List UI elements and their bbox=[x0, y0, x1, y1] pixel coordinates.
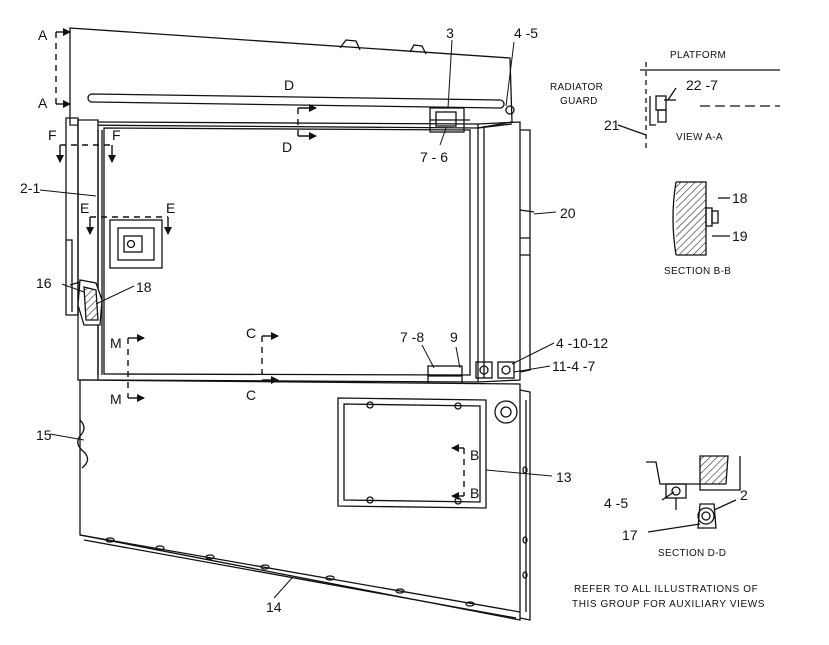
left-side-bracket bbox=[65, 117, 103, 326]
callout-3: 3 bbox=[446, 25, 454, 41]
label-platform: PLATFORM bbox=[670, 50, 726, 61]
door-latch-plate bbox=[109, 219, 163, 269]
section-letter-c-top: C bbox=[246, 325, 256, 341]
section-letters: A A D D F F E E C C M M B B bbox=[38, 27, 479, 501]
callout-4-5-section-dd: 4 -5 bbox=[604, 495, 628, 511]
callout-14: 14 bbox=[266, 599, 282, 615]
view-labels: PLATFORM RADIATOR GUARD VIEW A-A SECTION… bbox=[550, 50, 731, 559]
label-radiator-guard-1: RADIATOR bbox=[550, 82, 603, 93]
callout-numbers: 3 4 -5 7 - 6 2-1 20 16 18 7 -8 9 4 -10-1… bbox=[20, 25, 748, 615]
callout-17: 17 bbox=[622, 527, 638, 543]
section-bb-detail bbox=[672, 181, 730, 256]
section-dd-detail bbox=[646, 455, 741, 533]
auxiliary-views-note: REFER TO ALL ILLUSTRATIONS OF THIS GROUP… bbox=[572, 584, 765, 610]
section-cut-lines bbox=[55, 32, 465, 496]
section-letter-b-top: B bbox=[470, 447, 479, 463]
note-line-2: THIS GROUP FOR AUXILIARY VIEWS bbox=[572, 599, 765, 610]
callout-21: 21 bbox=[604, 117, 620, 133]
callout-18-main: 18 bbox=[136, 279, 152, 295]
callout-18-section-bb: 18 bbox=[732, 190, 748, 206]
grille-frame-assembly bbox=[77, 107, 535, 387]
section-letter-d-bottom: D bbox=[282, 139, 292, 155]
section-letter-d-top: D bbox=[284, 77, 294, 93]
section-letter-m-top: M bbox=[110, 335, 122, 351]
section-letter-e-left: E bbox=[80, 200, 89, 216]
section-letter-a-bottom: A bbox=[38, 95, 48, 111]
callout-16: 16 bbox=[36, 275, 52, 291]
radiator-guard-top-panel bbox=[69, 27, 515, 129]
callout-15: 15 bbox=[36, 427, 52, 443]
callout-20: 20 bbox=[560, 205, 576, 221]
callout-4-10-12: 4 -10-12 bbox=[556, 335, 608, 351]
view-aa-detail bbox=[617, 62, 780, 150]
section-letter-m-bottom: M bbox=[110, 391, 122, 407]
callout-4-5-top: 4 -5 bbox=[514, 25, 538, 41]
callout-11-4-7: 11-4 -7 bbox=[552, 358, 596, 374]
section-letter-c-bottom: C bbox=[246, 387, 256, 403]
callout-2-section-dd: 2 bbox=[740, 487, 748, 503]
callout-2-1: 2-1 bbox=[20, 180, 40, 196]
access-cover-plate bbox=[337, 397, 487, 509]
callout-7-6: 7 - 6 bbox=[420, 149, 448, 165]
section-arrows bbox=[56, 28, 464, 500]
note-line-1: REFER TO ALL ILLUSTRATIONS OF bbox=[574, 584, 758, 595]
label-section-bb: SECTION B-B bbox=[664, 266, 731, 277]
callout-22-7: 22 -7 bbox=[686, 77, 718, 93]
section-letter-f-left: F bbox=[48, 127, 57, 143]
callout-13: 13 bbox=[556, 469, 572, 485]
label-radiator-guard-2: GUARD bbox=[560, 96, 598, 107]
section-letter-a-top: A bbox=[38, 27, 48, 43]
label-section-dd: SECTION D-D bbox=[658, 548, 726, 559]
leader-lines bbox=[39, 39, 557, 599]
callout-7-8: 7 -8 bbox=[400, 329, 424, 345]
callout-9: 9 bbox=[450, 329, 458, 345]
section-letter-b-bottom: B bbox=[470, 485, 479, 501]
callout-19: 19 bbox=[732, 228, 748, 244]
section-letter-e-right: E bbox=[166, 200, 175, 216]
label-view-aa: VIEW A-A bbox=[676, 132, 723, 143]
section-letter-f-right: F bbox=[112, 127, 121, 143]
